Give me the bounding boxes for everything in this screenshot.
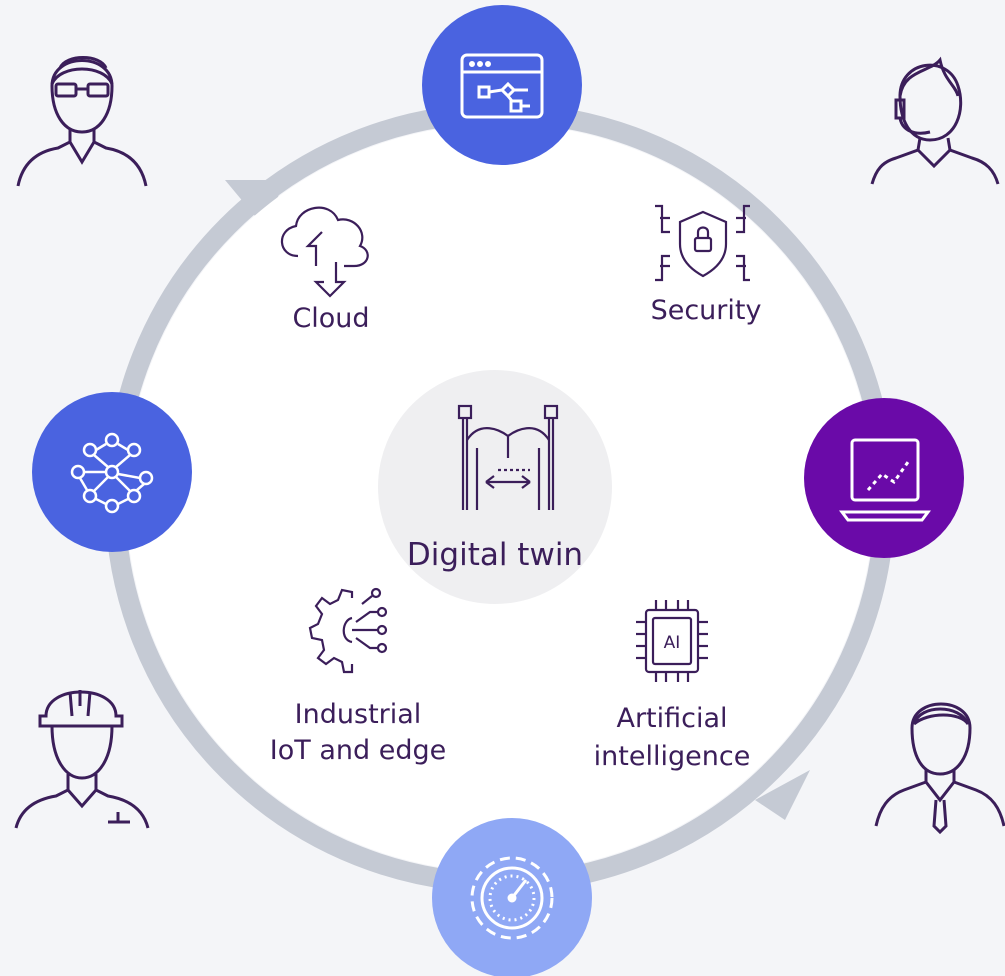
businessman-tie-icon <box>874 702 1005 835</box>
ai-label-line2: intelligence <box>593 741 751 772</box>
network-mesh-icon <box>70 432 154 514</box>
right-node <box>804 398 964 558</box>
workflow-window-icon <box>460 53 544 119</box>
ai-chip-icon <box>636 600 708 682</box>
ai-chip-text: AI <box>664 633 681 653</box>
center-label: Digital twin <box>406 537 584 573</box>
iot-label-line1: Industrial <box>294 699 422 730</box>
ring-arrow-bottom-right <box>755 770 810 820</box>
worker-hardhat-icon <box>14 690 150 829</box>
security-label: Security <box>650 295 762 326</box>
digital-twin-icon <box>457 404 559 510</box>
ai-label-line1: Artificial <box>616 703 728 734</box>
gauge-gear-icon <box>470 856 554 940</box>
cloud-label: Cloud <box>292 303 370 334</box>
left-node <box>32 392 192 552</box>
shield-lock-circuit-icon <box>655 204 750 282</box>
iot-label-line2: IoT and edge <box>269 735 447 766</box>
cloud-sync-icon <box>280 206 369 298</box>
engineer-with-glasses-icon <box>16 56 148 187</box>
laptop-chart-icon <box>839 438 931 522</box>
support-agent-headset-icon <box>870 56 1000 185</box>
gear-circuit-icon <box>308 587 388 674</box>
top-node <box>422 5 582 165</box>
